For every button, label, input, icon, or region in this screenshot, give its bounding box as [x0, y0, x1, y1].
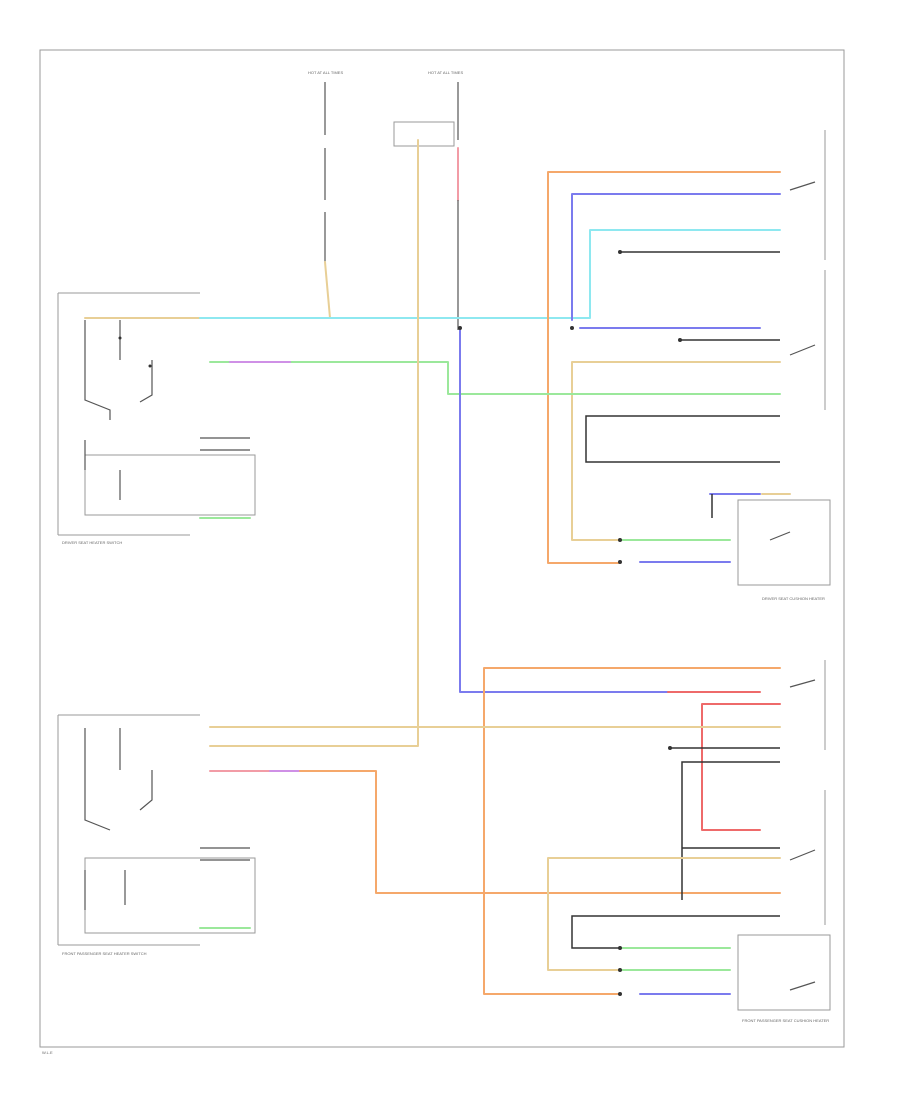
- wire-orange-loop: [547, 171, 781, 564]
- diagram-frame: [39, 49, 845, 1048]
- fuse-right-label: HOT AT ALL TIMES: [428, 70, 463, 75]
- wire-tan-pheater: [547, 857, 781, 971]
- power-feed-right: HOT AT ALL TIMES: [428, 70, 463, 330]
- junctions: [458, 250, 682, 996]
- fuse-left-label: HOT AT ALL TIMES: [308, 70, 343, 75]
- footer-code: W.L.E: [42, 1050, 53, 1055]
- wire-tan-right: [571, 361, 781, 541]
- wire-cyan: [199, 229, 781, 319]
- passenger-switch-label: FRONT PASSENGER SEAT HEATER SWITCH: [62, 951, 147, 956]
- driver-switch-assembly: DRIVER SEAT HEATER SWITCH: [57, 292, 256, 545]
- wire-orange-passenger: [299, 770, 781, 894]
- wire-blue-long: [459, 329, 669, 693]
- wire-green-driver: [209, 361, 781, 395]
- relay-contacts: [769, 181, 816, 991]
- wire-black-3: [585, 415, 780, 463]
- right-components: DRIVER SEAT CUSHION HEATER FRONT PASSENG…: [737, 130, 831, 1023]
- wire-orange-lower: [483, 667, 781, 995]
- driver-heater-label: DRIVER SEAT CUSHION HEATER: [762, 596, 825, 601]
- wire-black-6: [681, 761, 780, 900]
- wire-tan-center: [209, 139, 419, 747]
- wire-blue-top: [571, 193, 781, 321]
- power-feed-left: HOT AT ALL TIMES: [308, 70, 343, 319]
- wire-black-8: [571, 915, 780, 949]
- passenger-heater-label: FRONT PASSENGER SEAT CUSHION HEATER: [742, 1018, 829, 1023]
- junction-box: [393, 121, 455, 147]
- driver-switch-label: DRIVER SEAT HEATER SWITCH: [62, 540, 122, 545]
- wire-red-loop: [701, 703, 781, 831]
- passenger-switch-assembly: FRONT PASSENGER SEAT HEATER SWITCH: [57, 714, 256, 956]
